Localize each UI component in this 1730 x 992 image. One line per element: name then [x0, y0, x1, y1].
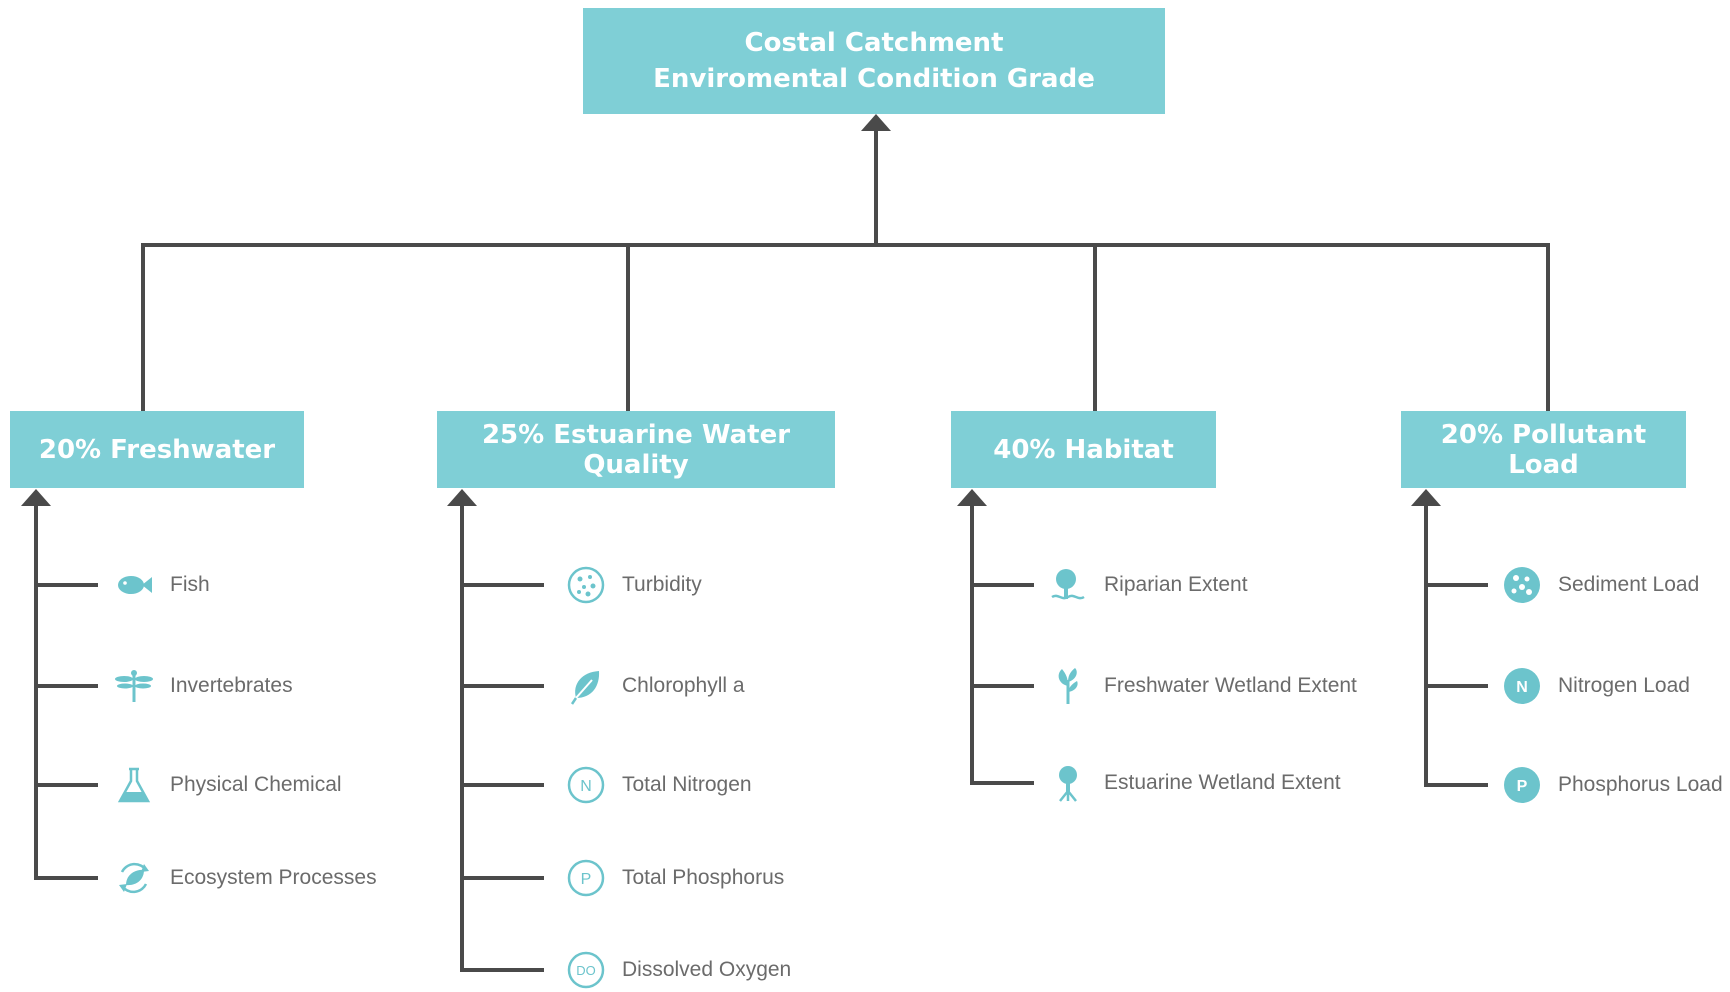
- list-item-nitrogen-load: N Nitrogen Load: [1502, 664, 1690, 708]
- item-label: Physical Chemical: [170, 773, 342, 796]
- list-item-total-nitrogen: N Total Nitrogen: [566, 763, 752, 807]
- nitrogen-outline-icon: N: [566, 765, 606, 805]
- item-label: Estuarine Wetland Extent: [1104, 771, 1341, 794]
- particles-circle-icon: [566, 565, 606, 605]
- item-label: Invertebrates: [170, 674, 293, 697]
- list-item-chlorophyll-a: Chlorophyll a: [566, 664, 745, 708]
- item-label: Dissolved Oxygen: [622, 958, 792, 981]
- freshwater-arrowhead: [21, 489, 51, 506]
- estuarine-arrowhead: [447, 489, 477, 506]
- list-item-total-phosphorus: P Total Phosphorus: [566, 856, 784, 900]
- category-box-pollutant-load: 20% Pollutant Load: [1401, 411, 1686, 488]
- root-arrowhead: [861, 114, 891, 131]
- habitat-branches: [970, 583, 1034, 785]
- icon-badge-text: P: [1517, 778, 1528, 795]
- leaf-cycle-icon: [114, 858, 154, 898]
- item-label: Total Nitrogen: [622, 773, 752, 796]
- list-item-dissolved-oxygen: DO Dissolved Oxygen: [566, 948, 791, 992]
- item-label: Sediment Load: [1558, 573, 1700, 596]
- pollutant-arrowhead: [1411, 489, 1441, 506]
- category-label: 40% Habitat: [993, 434, 1174, 465]
- list-item-fish: Fish: [114, 563, 210, 607]
- list-item-invertebrates: Invertebrates: [114, 664, 293, 708]
- leaf-icon: [566, 666, 606, 706]
- phosphorus-outline-icon: P: [566, 858, 606, 898]
- habitat-arrowhead: [957, 489, 987, 506]
- item-label: Fish: [170, 573, 210, 596]
- item-label: Nitrogen Load: [1558, 674, 1690, 697]
- list-item-phosphorus-load: P Phosphorus Load: [1502, 763, 1723, 807]
- item-label: Riparian Extent: [1104, 573, 1248, 596]
- list-item-estuarine-wetland-extent: Estuarine Wetland Extent: [1048, 761, 1341, 805]
- icon-badge-text: DO: [576, 963, 596, 978]
- phosphorus-filled-icon: P: [1502, 765, 1542, 805]
- icon-badge-text: P: [581, 871, 592, 888]
- icon-badge-text: N: [1516, 679, 1528, 696]
- item-label: Freshwater Wetland Extent: [1104, 674, 1357, 697]
- wetland-plant-icon: [1048, 666, 1088, 706]
- root-title-line1: Costal Catchment: [744, 28, 1004, 58]
- category-box-freshwater: 20% Freshwater: [10, 411, 304, 488]
- riparian-tree-icon: [1048, 565, 1088, 605]
- dragonfly-icon: [114, 666, 154, 706]
- icon-badge-text: N: [580, 778, 592, 795]
- list-item-freshwater-wetland-extent: Freshwater Wetland Extent: [1048, 664, 1357, 708]
- flask-icon: [114, 765, 154, 805]
- root-title-line2: Enviromental Condition Grade: [653, 64, 1095, 94]
- category-label: 20% Pollutant Load: [1440, 419, 1647, 480]
- item-label: Chlorophyll a: [622, 674, 745, 697]
- list-item-sediment-load: Sediment Load: [1502, 563, 1699, 607]
- item-label: Total Phosphorus: [622, 866, 785, 889]
- category-box-estuarine-water-quality: 25% Estuarine Water Quality: [437, 411, 835, 488]
- list-item-turbidity: Turbidity: [566, 563, 702, 607]
- estuarine-branches: [460, 583, 544, 972]
- item-label: Turbidity: [622, 573, 702, 596]
- item-label: Phosphorus Load: [1558, 773, 1723, 796]
- category-label: 25% Estuarine Water Quality: [481, 419, 791, 480]
- oxygen-outline-icon: DO: [566, 950, 606, 990]
- freshwater-branches: [34, 583, 98, 880]
- fish-icon: [114, 565, 154, 605]
- category-box-habitat: 40% Habitat: [951, 411, 1216, 488]
- list-item-ecosystem-processes: Ecosystem Processes: [114, 856, 377, 900]
- mangrove-tree-icon: [1048, 763, 1088, 803]
- root-box: Costal Catchment Enviromental Condition …: [583, 8, 1165, 114]
- sediment-icon: [1502, 565, 1542, 605]
- category-label: 20% Freshwater: [38, 434, 276, 465]
- root-connector: [141, 243, 1550, 411]
- pollutant-branches: [1424, 583, 1488, 787]
- item-label: Ecosystem Processes: [170, 866, 377, 889]
- nitrogen-filled-icon: N: [1502, 666, 1542, 706]
- list-item-riparian-extent: Riparian Extent: [1048, 563, 1248, 607]
- list-item-physical-chemical: Physical Chemical: [114, 763, 342, 807]
